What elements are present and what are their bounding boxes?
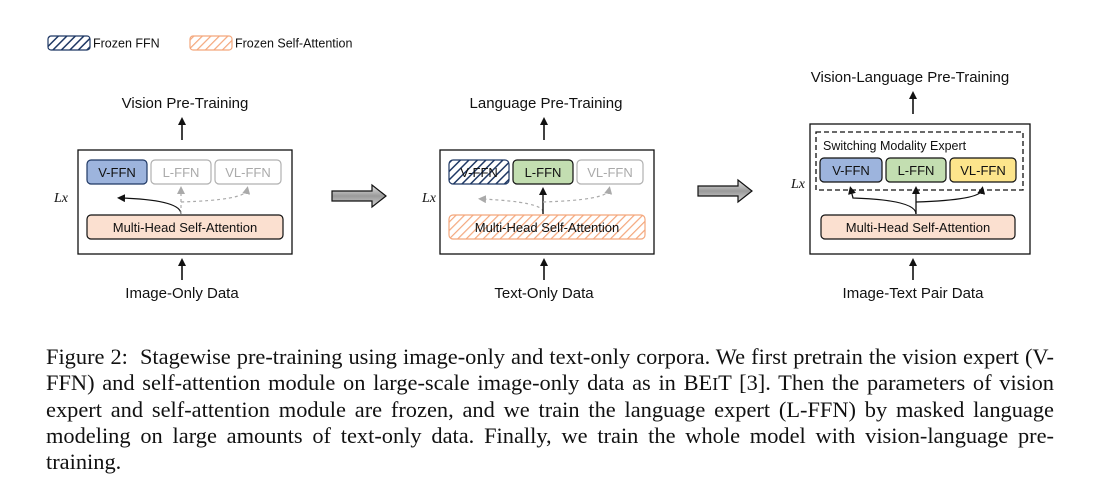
stage-arrow-1: [331, 183, 387, 209]
vl-ffn-label: VL-FFN: [587, 165, 633, 180]
attention-box: [86, 214, 284, 240]
l-ffn-box: [150, 159, 212, 185]
stage-arrow-2: [697, 178, 753, 204]
input-label: Image-Text Pair Data: [843, 285, 985, 302]
route-arrow-vl: [180, 186, 251, 203]
l-ffn-label: L-FFN: [525, 165, 562, 180]
caption-text-smallcaps-2: I: [712, 374, 719, 394]
panel-vision-language-pretraining: Vision-Language Pre-Training Lx Switchin…: [790, 69, 1031, 302]
panel-title: Vision Pre-Training: [122, 95, 249, 112]
route-arrow-vl: [542, 186, 613, 203]
v-ffn-label: V-FFN: [832, 163, 870, 178]
vl-ffn-label: VL-FFN: [960, 163, 1006, 178]
attention-label: Multi-Head Self-Attention: [113, 220, 258, 235]
layer-repeat-label: Lx: [53, 191, 69, 206]
figure-caption: Figure 2: Stagewise pre-training using i…: [46, 344, 1054, 475]
l-ffn-label: L-FFN: [898, 163, 935, 178]
route-arrow-v: [848, 186, 917, 215]
v-ffn-label: V-FFN: [98, 165, 136, 180]
v-ffn-box-frozen: [448, 159, 510, 185]
route-arrow-v: [117, 194, 182, 215]
caption-text-smallcaps: E: [698, 370, 713, 395]
frozen-ffn-swatch: [47, 35, 91, 51]
input-label: Text-Only Data: [494, 285, 594, 302]
v-ffn-box: [819, 157, 883, 183]
v-ffn-label: V-FFN: [460, 165, 498, 180]
route-arrow-vl: [915, 186, 986, 203]
caption-text-before: Stagewise pre-training using image-only …: [46, 344, 1054, 395]
architecture-diagram: Frozen FFN Frozen Self-Attention Vision …: [47, 35, 1031, 302]
frozen-ffn-label: Frozen FFN: [93, 37, 160, 51]
input-label: Image-Only Data: [125, 285, 239, 302]
panel-title: Language Pre-Training: [470, 95, 623, 112]
panel-language-pretraining: Language Pre-Training Lx V-FFN L-FFN VL-…: [421, 95, 655, 302]
caption-text-after: T [3]. Then the parameters of vision exp…: [46, 370, 1054, 474]
l-ffn-box: [885, 157, 947, 183]
frozen-attention-swatch: [189, 35, 233, 51]
l-ffn-label: L-FFN: [163, 165, 200, 180]
panel-vision-pretraining: Vision Pre-Training Lx V-FFN L-FFN VL-FF…: [53, 95, 293, 302]
frozen-attention-label: Frozen Self-Attention: [235, 37, 352, 51]
v-ffn-box: [86, 159, 148, 185]
caption-label: Figure 2:: [46, 344, 128, 369]
switching-expert-label: Switching Modality Expert: [823, 139, 967, 153]
vl-ffn-box: [576, 159, 644, 185]
vl-ffn-box: [949, 157, 1017, 183]
legend: Frozen FFN Frozen Self-Attention: [47, 35, 352, 51]
layer-repeat-label: Lx: [790, 177, 806, 192]
layer-repeat-label: Lx: [421, 191, 437, 206]
vl-ffn-label: VL-FFN: [225, 165, 271, 180]
attention-label: Multi-Head Self-Attention: [846, 220, 991, 235]
attention-box-frozen: [448, 214, 646, 240]
panel-title: Vision-Language Pre-Training: [811, 69, 1009, 86]
l-ffn-box: [512, 159, 574, 185]
vl-ffn-box: [214, 159, 282, 185]
attention-label: Multi-Head Self-Attention: [475, 220, 620, 235]
attention-box: [820, 214, 1016, 240]
